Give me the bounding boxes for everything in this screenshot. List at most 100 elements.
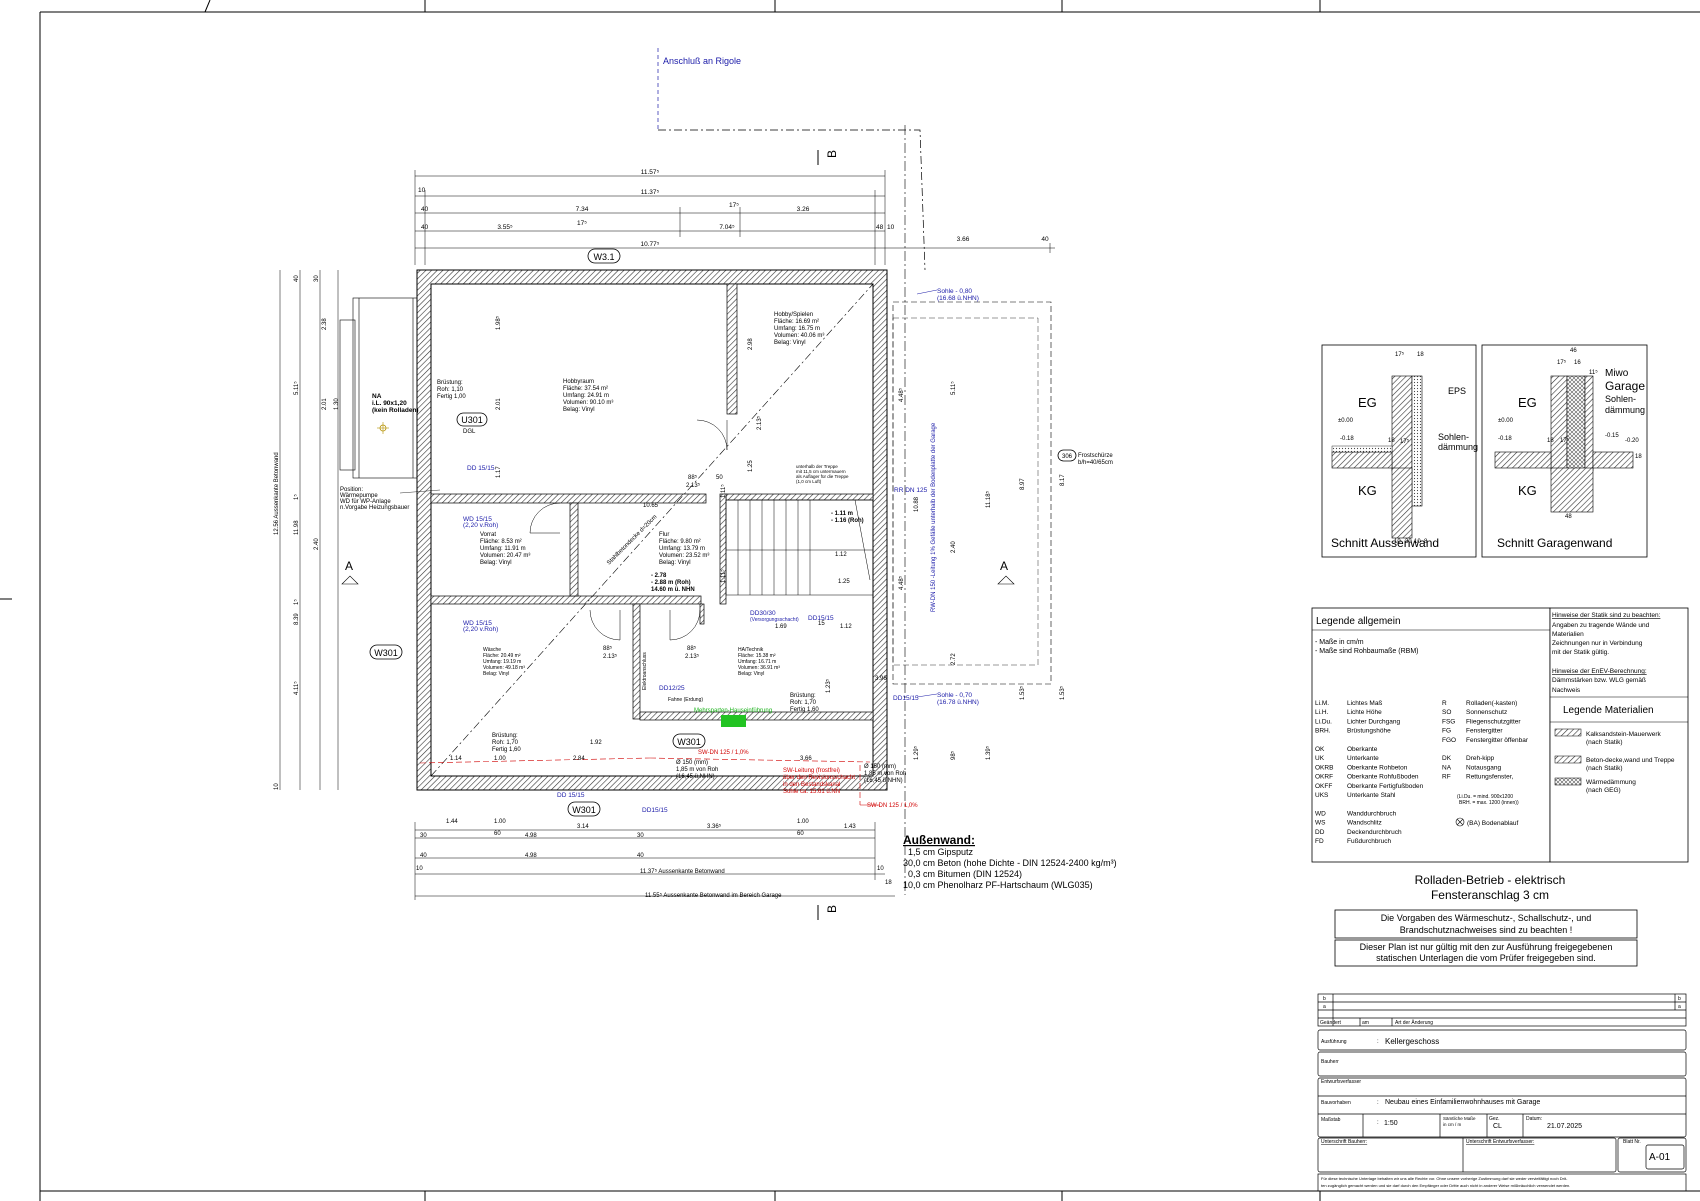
svg-text:NA: NA — [372, 393, 382, 400]
svg-text:1.11⁵: 1.11⁵ — [720, 484, 727, 498]
svg-text:EPS: EPS — [1448, 386, 1466, 396]
svg-text:Belag: Vinyl: Belag: Vinyl — [738, 671, 764, 677]
svg-text:2.40: 2.40 — [951, 541, 957, 553]
legend-abbr: BRH. — [1315, 728, 1331, 735]
svg-text:Hobby/Spielen: Hobby/Spielen — [774, 312, 813, 318]
svg-text:Volumen: 23.52 m³: Volumen: 23.52 m³ — [659, 553, 709, 559]
title-block-text: b a b a Geändert am Art der Änderung Aus… — [1320, 996, 1681, 1188]
svg-text:30: 30 — [637, 833, 644, 839]
detail-schnitt-aussenwand: EG KG EPS Sohlen- dämmung Schnitt Aussen… — [1321, 344, 1478, 558]
svg-text:Entwurfsverfasser: Entwurfsverfasser — [1321, 1079, 1361, 1085]
svg-text:Volumen: 90.10 m³: Volumen: 90.10 m³ — [563, 400, 613, 406]
svg-text:18: 18 — [1635, 454, 1642, 460]
svg-text:Brüstung:: Brüstung: — [437, 380, 463, 386]
svg-text:1.23⁵: 1.23⁵ — [825, 678, 832, 693]
svg-text:3.55⁵: 3.55⁵ — [497, 224, 513, 231]
svg-text:HA/Technik: HA/Technik — [738, 647, 764, 653]
svg-text:16: 16 — [1574, 360, 1581, 366]
svg-text:2.13⁵: 2.13⁵ — [686, 482, 701, 489]
room-waesche: Wäsche Fläche: 20.49 m² Umfang: 19.19 m … — [483, 647, 525, 677]
svg-text:3.36⁵: 3.36⁵ — [707, 823, 722, 830]
svg-text:Sohle - 0,70: Sohle - 0,70 — [937, 692, 972, 699]
svg-text:17⁵: 17⁵ — [577, 220, 587, 227]
svg-text:Umfang: 11.91 m: Umfang: 11.91 m — [480, 546, 526, 552]
svg-text:in den Bestandskanal: in den Bestandskanal — [783, 782, 840, 788]
svg-text:2.13⁵: 2.13⁵ — [603, 653, 618, 660]
svg-text:Sohlen-: Sohlen- — [1605, 394, 1636, 404]
svg-text:- 1.11 m: - 1.11 m — [831, 511, 853, 517]
svg-text:a: a — [1678, 1004, 1681, 1010]
pipe-notes: Ø 150 (mm) 1,85 m von Roh (16,45 ü.NHN) … — [676, 760, 906, 784]
stahlbeton-label: Stahlbetondecke d=20cm — [606, 514, 658, 566]
blue-annotations: DD 15/15 WD 15/15 (2,20 v.Roh) WD 15/15 … — [463, 288, 979, 814]
interior-walls — [430, 283, 874, 721]
section-line-b — [658, 129, 926, 271]
left-dimension-lines — [279, 270, 339, 790]
svg-text:Umfang: 16.75 m: Umfang: 16.75 m — [774, 326, 820, 332]
svg-text:Beton-decke,wand und Treppe: Beton-decke,wand und Treppe — [1586, 757, 1675, 764]
svg-text:Unterschrift Entwurfsverfasser: Unterschrift Entwurfsverfasser: — [1466, 1139, 1534, 1145]
svg-text:88⁵: 88⁵ — [688, 474, 698, 481]
svg-text:in cm / m: in cm / m — [1443, 1122, 1462, 1127]
top-dimension-labels: 11.57⁵ 11.37⁵ 7.34 17⁵ 3.26 3.55⁵ 17⁵ 7.… — [418, 169, 1049, 248]
svg-text:Die Vorgaben des Wärmeschutz-,: Die Vorgaben des Wärmeschutz-, Schallsch… — [1381, 913, 1592, 923]
svg-text:-0.18: -0.18 — [1498, 436, 1512, 442]
svg-text:11.55⁵ Aussenkante Betonwand i: 11.55⁵ Aussenkante Betonwand im Bereich … — [645, 892, 782, 899]
svg-text:SW-DN 125 / 1,0%: SW-DN 125 / 1,0% — [867, 803, 918, 809]
fahne-label: Fahne (Erdung) — [668, 697, 703, 703]
wall-tag-u301: U301 DGL — [456, 412, 488, 435]
svg-text:Belag: Vinyl: Belag: Vinyl — [483, 671, 509, 677]
svg-text:(2,20 v.Roh): (2,20 v.Roh) — [463, 522, 498, 529]
svg-text:Garage: Garage — [1605, 379, 1645, 393]
svg-text:60: 60 — [797, 831, 804, 837]
legend-abbr-meaning: Unterkante Stahl — [1347, 792, 1396, 799]
svg-text:4.48⁵: 4.48⁵ — [898, 575, 905, 590]
interior-dimension-labels: 10.65 88⁵ 2.13⁵ 2.98 1.98⁵ 2.01 1.17 1.2… — [450, 315, 1066, 762]
legend-abbr-meaning: Rolladen(-kasten) — [1466, 700, 1517, 707]
svg-text:Legende allgemein: Legende allgemein — [1316, 616, 1401, 627]
svg-text:1.98⁵: 1.98⁵ — [495, 315, 502, 330]
svg-text:4.98: 4.98 — [525, 833, 537, 839]
svg-text:als Auflager für die Treppe: als Auflager für die Treppe — [796, 474, 849, 479]
legend-abbr-meaning: Lichtes Maß — [1347, 700, 1382, 707]
svg-text:Umfang: 16.71 m: Umfang: 16.71 m — [738, 659, 776, 665]
svg-text:BRH. = max. 1200 (innen)): BRH. = max. 1200 (innen)) — [1459, 800, 1519, 806]
svg-text:1.39⁵: 1.39⁵ — [985, 745, 992, 760]
svg-text:7.04⁵: 7.04⁵ — [719, 224, 735, 231]
svg-text:1.53⁵: 1.53⁵ — [1019, 685, 1026, 700]
tag-306: 306 Frostschürze b/h=40/65cm — [1057, 449, 1113, 466]
legend-abbr: SO — [1442, 709, 1451, 716]
bruestung-3: Brüstung: Roh: 1,70 Fertig 1,60 — [492, 733, 521, 753]
svg-text:WD 15/15: WD 15/15 — [463, 620, 492, 627]
room-hobby-spielen: Hobby/Spielen Fläche: 16.69 m² Umfang: 1… — [774, 312, 824, 346]
svg-text:1.44: 1.44 — [446, 819, 458, 825]
svg-text:DD30/30: DD30/30 — [750, 610, 776, 617]
svg-text:(Versorgungsschacht): (Versorgungsschacht) — [750, 617, 799, 623]
svg-text:DD15/15: DD15/15 — [642, 807, 668, 814]
svg-text:Unterschrift Bauherr:: Unterschrift Bauherr: — [1321, 1139, 1367, 1145]
svg-text:Sämtliche Maße: Sämtliche Maße — [1443, 1116, 1476, 1121]
room-flur: Flur Fläche: 9.80 m² Umfang: 13.79 m Vol… — [659, 532, 709, 566]
svg-text:Volumen: 36.91 m³: Volumen: 36.91 m³ — [738, 665, 780, 671]
svg-text:mit 11,5 cm untermauern: mit 11,5 cm untermauern — [796, 469, 846, 474]
section-marks: B B A A — [341, 150, 1015, 920]
legend-abbr-meaning: Oberkante Rohfußboden — [1347, 774, 1419, 781]
svg-text:(16.78 ü.NHN): (16.78 ü.NHN) — [937, 699, 979, 706]
svg-text:0,3 cm Bitumen (DIN 12524): 0,3 cm Bitumen (DIN 12524) — [908, 869, 1022, 879]
svg-text:Sohle ca. 15.61 ü.NN: Sohle ca. 15.61 ü.NN — [783, 789, 840, 795]
svg-text:DD15/15: DD15/15 — [893, 695, 919, 702]
svg-text:40: 40 — [637, 853, 644, 859]
svg-text:Wärmedämmung: Wärmedämmung — [1586, 779, 1636, 786]
staircase — [725, 499, 874, 596]
legend-abbr: FSG — [1442, 718, 1455, 725]
legend-abbr: RF — [1442, 774, 1451, 781]
level-1: - 1.11 m - 1.16 (Roh) — [831, 511, 864, 524]
svg-text:DGL: DGL — [463, 429, 476, 435]
svg-text:Kellergeschoss: Kellergeschoss — [1385, 1037, 1439, 1046]
svg-text:1,5 cm Gipsputz: 1,5 cm Gipsputz — [908, 847, 974, 857]
sewer-labels: SW-DN 125 / 1,0% SW-DN 125 / 1,0% SW-Lei… — [698, 750, 918, 809]
title-block — [1317, 993, 1687, 1192]
svg-text:18: 18 — [885, 880, 892, 886]
svg-text:(16.68 ü.NHN): (16.68 ü.NHN) — [937, 295, 979, 302]
